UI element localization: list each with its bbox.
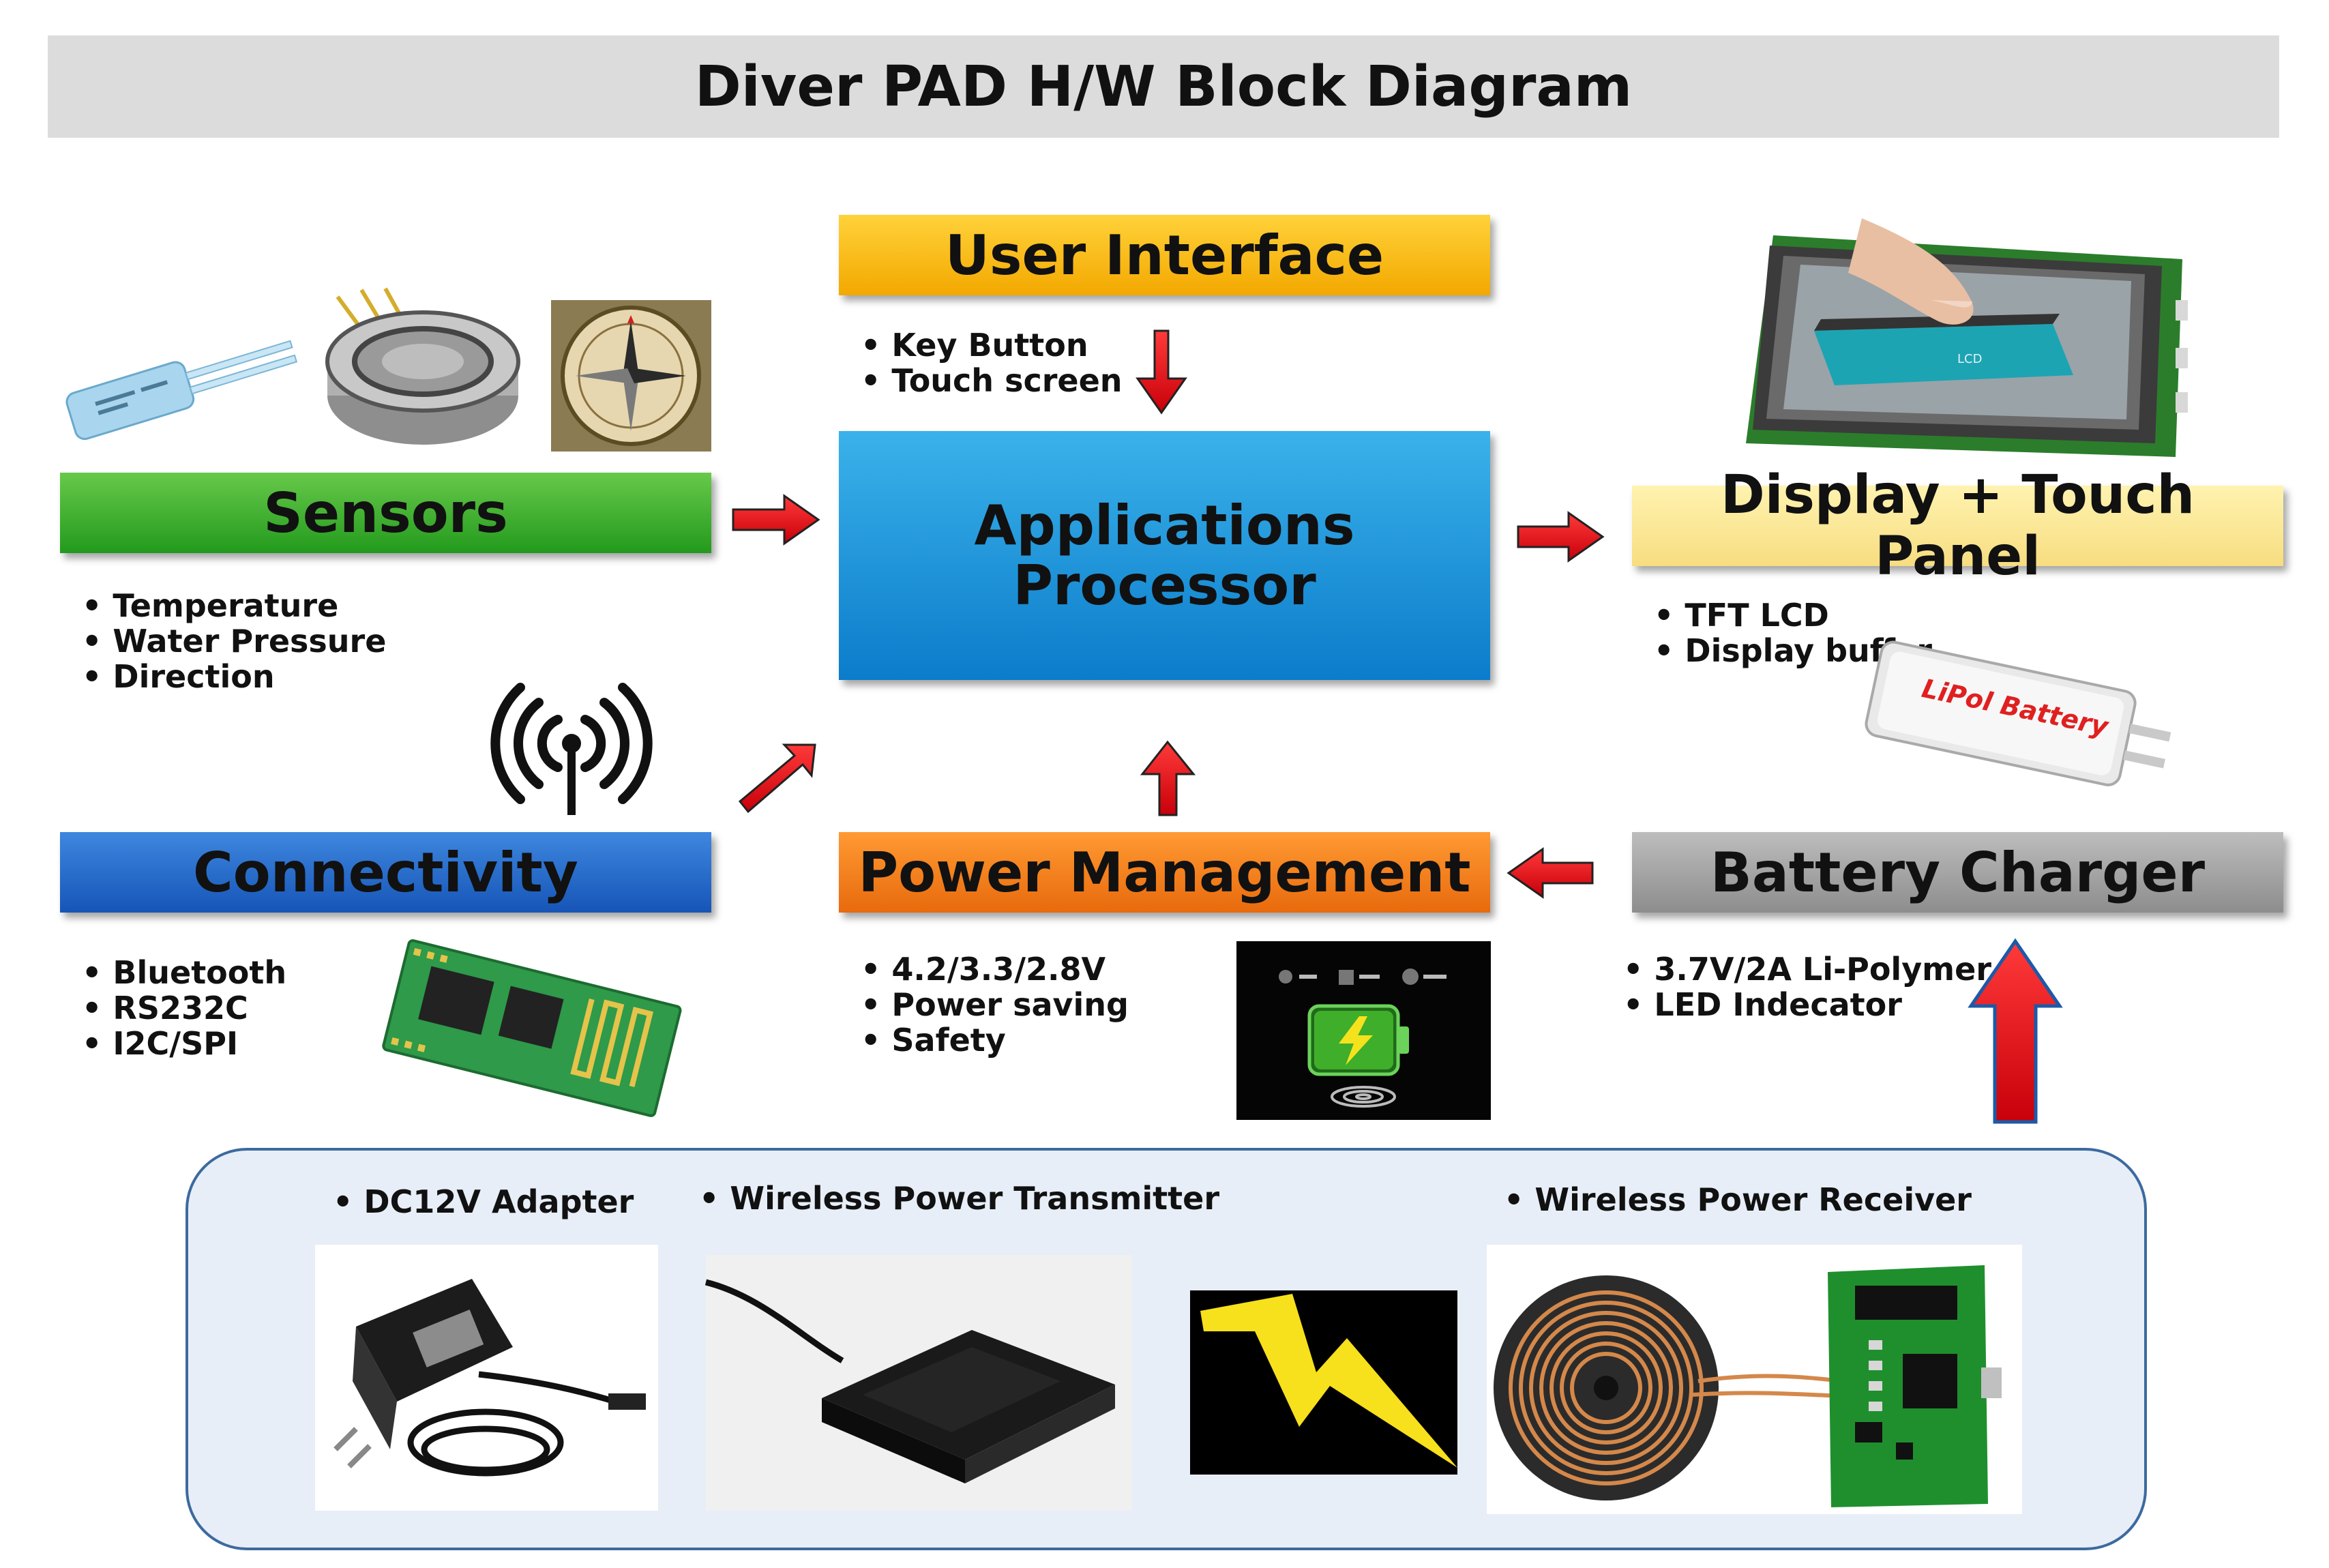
- sensors-label: Sensors: [263, 481, 508, 545]
- power-management-block: Power Management: [839, 832, 1490, 913]
- title-bar: Diver PAD H/W Block Diagram: [48, 35, 2279, 138]
- user-interface-block: User Interface: [839, 215, 1490, 295]
- lcd-label: LCD: [1957, 352, 1982, 366]
- temperature-sensor-image: [65, 340, 298, 441]
- power-note-item: 4.2/3.3/2.8V: [861, 951, 1129, 987]
- power-notes: 4.2/3.3/2.8V Power saving Safety: [861, 951, 1129, 1058]
- ui-notes: Key Button Touch screen: [861, 327, 1123, 398]
- arrow-connectivity-to-processor: [738, 743, 816, 814]
- compass-image: [551, 300, 711, 452]
- connectivity-block: Connectivity: [60, 832, 711, 913]
- bluetooth-module-image: [382, 939, 682, 1117]
- connectivity-label: Connectivity: [193, 840, 578, 904]
- user-interface-label: User Interface: [945, 223, 1384, 287]
- connectivity-note-item: Bluetooth: [82, 955, 286, 990]
- processor-label-line2: Processor: [1013, 553, 1316, 617]
- battery-notes: 3.7V/2A Li-Polymer LED Indecator: [1623, 951, 1991, 1022]
- adapter-label: DC12V Adapter: [333, 1183, 634, 1220]
- wireless-signal-icon: [490, 683, 653, 815]
- sensors-block: Sensors: [60, 473, 711, 553]
- arrow-sensors-to-processor: [732, 494, 820, 546]
- sensor-note-item: Water Pressure: [82, 623, 386, 659]
- display-note-item: TFT LCD: [1654, 597, 1932, 633]
- transmitter-label: Wireless Power Transmitter: [699, 1180, 1219, 1217]
- battery-charger-block: Battery Charger: [1632, 832, 2283, 913]
- sensors-notes: Temperature Water Pressure Direction: [82, 588, 386, 694]
- display-touch-panel-block: Display + Touch Panel: [1632, 464, 2283, 587]
- sensor-note-item: Direction: [82, 659, 386, 694]
- applications-processor-block: Applications Processor: [839, 431, 1490, 680]
- page-title: Diver PAD H/W Block Diagram: [694, 54, 1633, 119]
- connectivity-notes: Bluetooth RS232C I2C/SPI: [82, 955, 286, 1061]
- arrow-battery-to-power: [1507, 847, 1594, 899]
- ui-note-item: Key Button: [861, 327, 1123, 363]
- dc-adapter-image: [315, 1245, 658, 1511]
- power-note-item: Power saving: [861, 987, 1129, 1022]
- power-management-label: Power Management: [858, 840, 1471, 904]
- power-note-item: Safety: [861, 1022, 1129, 1058]
- arrow-processor-to-display: [1517, 511, 1605, 563]
- ui-note-item: Touch screen: [861, 363, 1122, 398]
- arrow-power-to-processor: [1140, 740, 1196, 816]
- display-label: Display + Touch Panel: [1721, 464, 2195, 587]
- wireless-receiver-image: [1487, 1245, 2022, 1514]
- connectivity-note-item: I2C/SPI: [82, 1026, 286, 1061]
- battery-note-item: LED Indecator: [1623, 987, 1991, 1022]
- pressure-sensor-image: [325, 287, 520, 445]
- arrow-ui-to-processor: [1136, 329, 1187, 415]
- processor-label-line1: Applications: [974, 493, 1355, 557]
- touch-display-image: LCD: [1746, 218, 2188, 457]
- lightning-bolt-icon: [1190, 1290, 1457, 1475]
- connectivity-note-item: RS232C: [82, 990, 286, 1026]
- receiver-label: Wireless Power Receiver: [1504, 1181, 1972, 1218]
- sensor-note-item: Temperature: [82, 588, 386, 623]
- wireless-transmitter-image: [704, 1255, 1132, 1511]
- battery-note-item: 3.7V/2A Li-Polymer: [1623, 951, 1991, 987]
- lipo-battery-image: LiPol Battery: [1865, 640, 2171, 786]
- battery-charger-label: Battery Charger: [1710, 840, 2206, 904]
- battery-status-screen-image: [1236, 941, 1491, 1120]
